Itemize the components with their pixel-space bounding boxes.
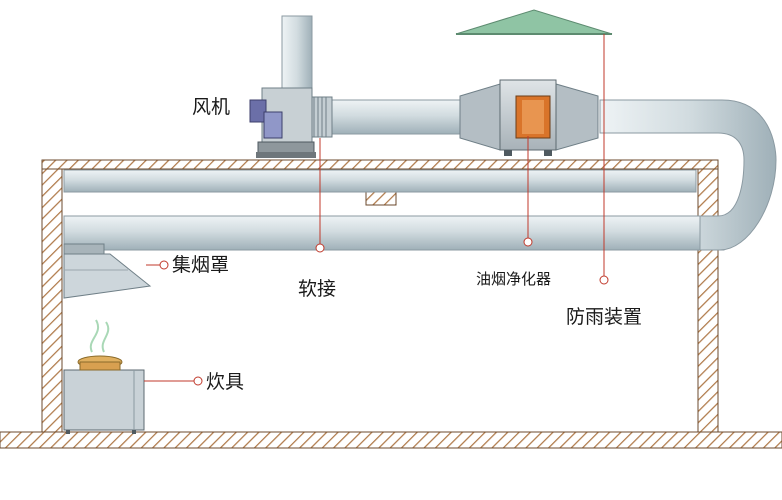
- label-rain-cover: 防雨装置: [566, 306, 643, 328]
- ground: [0, 431, 782, 449]
- fume-hood: [63, 243, 152, 299]
- oil-fume-purifier: [459, 79, 599, 156]
- rain-cover: [455, 9, 613, 35]
- right-wall: [697, 159, 719, 433]
- roof-duct: [329, 99, 471, 135]
- main-horizontal-duct: [63, 215, 725, 251]
- left-wall: [41, 159, 63, 433]
- label-purifier: 油烟净化器: [476, 270, 552, 288]
- return-duct-elbow: [599, 99, 777, 251]
- label-soft-joint: 软接: [298, 278, 337, 300]
- roof: [41, 159, 719, 170]
- label-hood: 集烟罩: [172, 254, 230, 276]
- soft-joint: [309, 96, 333, 138]
- fan-unit: [249, 87, 316, 158]
- label-fan: 风机: [192, 96, 231, 118]
- upper-ceiling-duct: [63, 169, 697, 193]
- stove: [63, 319, 145, 434]
- label-stove: 炊具: [206, 371, 245, 393]
